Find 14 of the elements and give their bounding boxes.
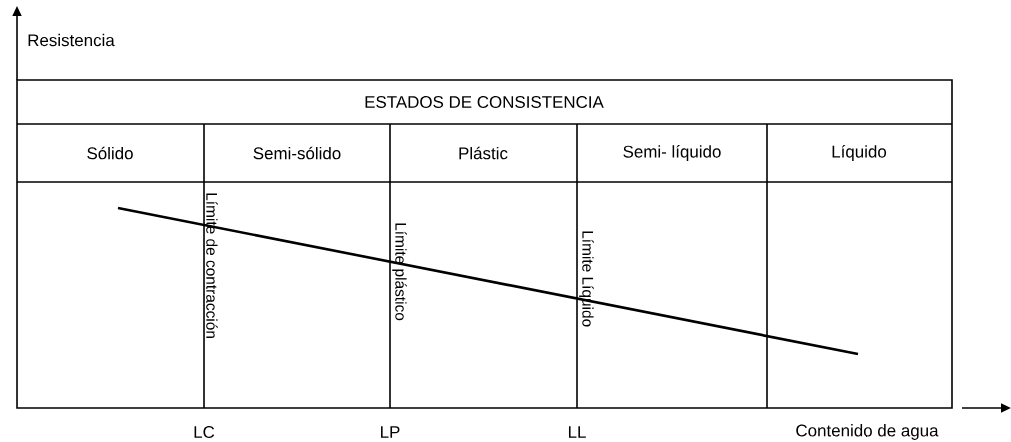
column-header: Semi-sólido [253,146,341,160]
limit-label: Límite Líquido [579,231,594,327]
limit-label: Límite plástico [392,223,407,321]
axis-label: Resistencia [28,33,115,47]
column-header: Plástic [459,146,508,160]
axis-label: Contenido de agua [796,424,939,440]
column-header: Semi- líquido [623,145,721,161]
tick-label: LC [194,426,215,438]
table-header: ESTADOS DE CONSISTENCIA [365,96,604,108]
tick-label: LL [569,426,586,438]
column-header: Sólido [87,146,133,160]
column-header: Líquido [832,145,887,161]
limit-label: Límite de contracción [206,193,218,338]
tick-label: LP [381,426,400,438]
